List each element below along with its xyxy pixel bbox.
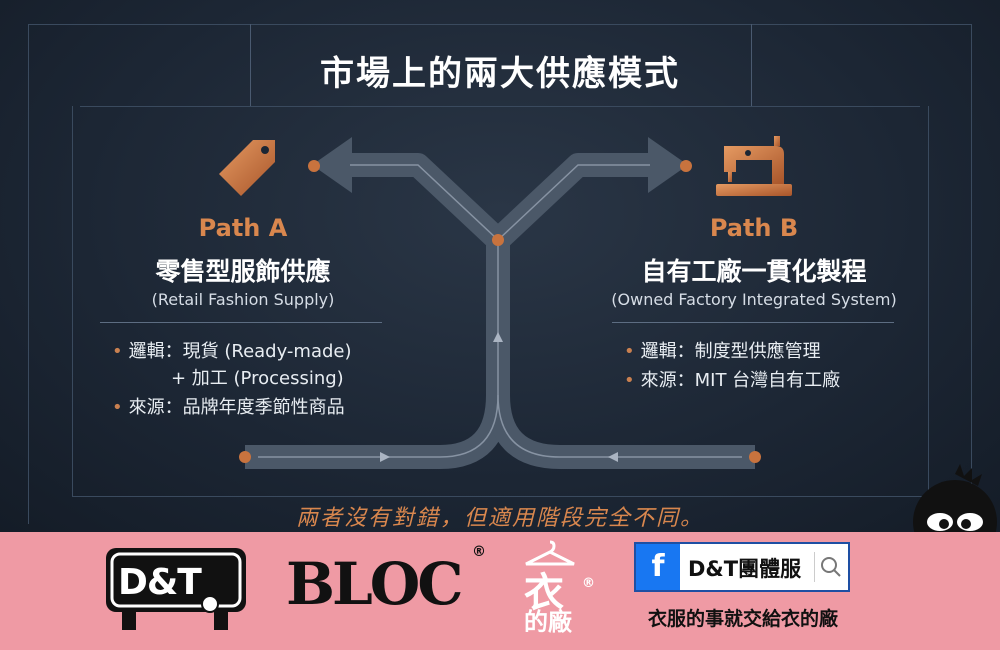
search-icon[interactable] [814,552,844,582]
footer-bar: D&T BLOC ® 衣 的廠 ® [0,532,1000,650]
facebook-icon: f [636,544,680,590]
path-b-label: Path B [709,214,799,242]
arrow-head-left [312,137,352,193]
bloc-registered: ® [472,544,486,560]
diagram-canvas: 市場上的兩大供應模式 [0,0,1000,532]
flow-diagram [239,137,761,469]
frame-line [971,24,972,524]
path-a-divider [100,322,382,323]
node-end-right [680,160,692,172]
path-a-bullet-logic: •邏輯：現貨 (Ready-made) [112,341,352,362]
price-tag-icon [219,140,275,196]
arrow-head-right [648,137,688,193]
dt-logo-text: D&T [118,562,202,603]
frame-line [80,106,920,107]
node-junction [492,234,504,246]
frame-line [72,496,928,497]
sewing-machine-icon [716,136,792,196]
path-a-bullet-logic-cont: + 加工 (Processing) [171,368,344,389]
page-title: 市場上的兩大供應模式 [320,54,680,94]
node-start-right [749,451,761,463]
node-start-left [239,451,251,463]
title-frame [250,24,752,106]
path-a-subtitle: (Retail Fashion Supply) [151,290,335,309]
path-a-bullet-source: •來源：品牌年度季節性商品 [112,397,345,418]
frame-line [72,106,73,496]
path-b-divider [612,322,894,323]
path-b-title: 自有工廠一貫化製程 [641,257,867,286]
guide-line-b-upper [497,164,650,241]
direction-arrow [493,332,503,342]
guide-line-a [258,164,499,458]
path-b-subtitle: (Owned Factory Integrated System) [611,290,897,309]
tagline: 兩者沒有對錯，但適用階段完全不同。 [295,506,704,531]
direction-arrow [608,452,618,462]
frame-line [928,106,929,496]
facebook-page-name: D&T團體服 [688,557,802,581]
hanger-icon [525,540,575,566]
factory-logo-bottom: 的廠 [524,608,572,636]
path-b-bullet-source: •來源：MIT 台灣自有工廠 [624,370,841,391]
facebook-page-box[interactable]: f D&T團體服 [634,542,850,592]
frame-line [28,24,972,25]
direction-arrow [380,452,390,462]
footer-slogan: 衣服的事就交給衣的廠 [647,608,838,630]
path-a-label: Path A [198,214,288,242]
node-end-left [308,160,320,172]
frame-line [28,24,29,524]
factory-registered: ® [582,576,595,591]
path-b-bullet-logic: •邏輯：制度型供應管理 [624,341,821,362]
factory-logo-top: 衣 [524,570,564,616]
bloc-logo-text: BLOC [286,550,463,618]
path-a-title: 零售型服飾供應 [155,257,331,286]
path-b-track [486,153,755,469]
dt-logo [106,548,246,630]
guide-line-b [497,394,742,458]
